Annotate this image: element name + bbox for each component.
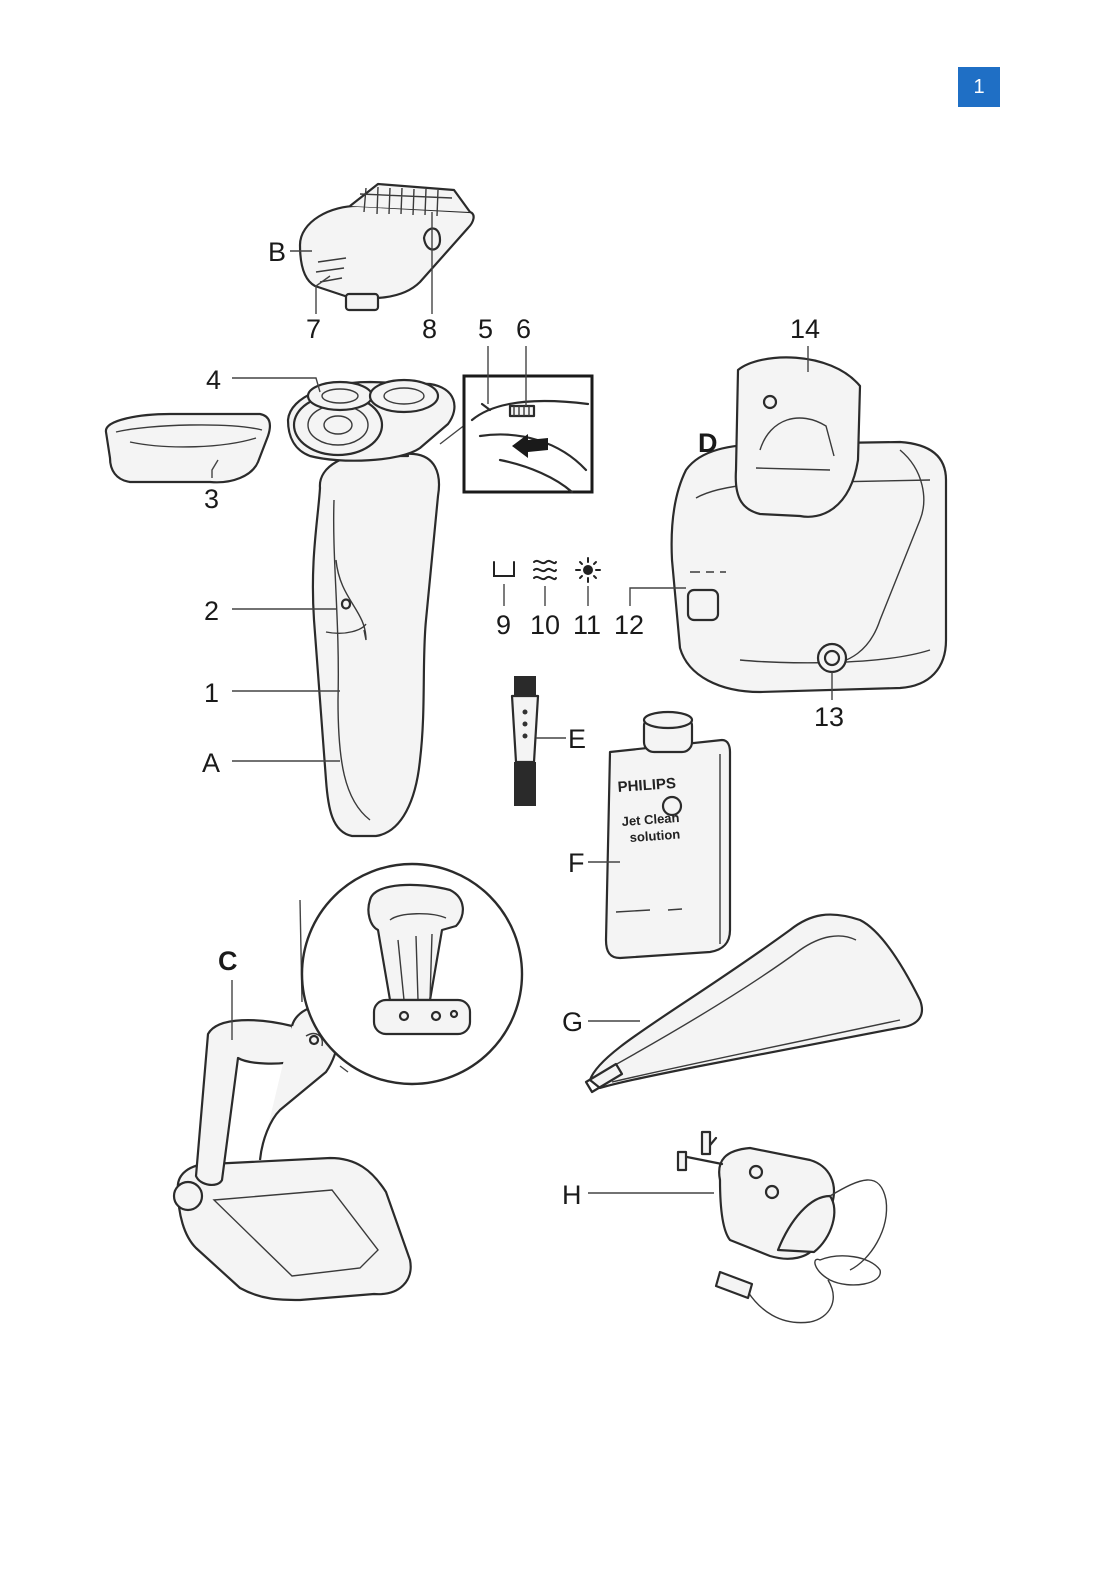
beard-styler-attachment bbox=[300, 184, 474, 310]
label-11: 11 bbox=[573, 610, 601, 640]
label-3: 3 bbox=[204, 484, 219, 514]
label-10: 10 bbox=[530, 610, 560, 640]
label-5: 5 bbox=[478, 314, 493, 344]
label-G: G bbox=[562, 1007, 583, 1037]
label-8: 8 bbox=[422, 314, 437, 344]
rinsing-waves-icon bbox=[534, 561, 556, 579]
label-A: A bbox=[202, 748, 220, 778]
shaver-body bbox=[288, 380, 454, 836]
stand-detail-magnifier bbox=[300, 864, 522, 1084]
label-9: 9 bbox=[496, 610, 511, 640]
cleaning-brush: E bbox=[512, 676, 586, 806]
protection-cap bbox=[106, 414, 270, 482]
label-1: 1 bbox=[204, 678, 219, 708]
cleaning-solution-bottle: PHILIPS Jet Clean solution F bbox=[568, 712, 730, 958]
power-adapter: H bbox=[562, 1132, 887, 1323]
label-13: 13 bbox=[814, 702, 844, 732]
label-F: F bbox=[568, 848, 585, 878]
label-D: D bbox=[698, 428, 718, 458]
label-H: H bbox=[562, 1180, 582, 1210]
status-icons: 9 10 11 bbox=[494, 558, 601, 640]
cleaning-tray-icon bbox=[494, 562, 514, 576]
label-6: 6 bbox=[516, 314, 531, 344]
label-B: B bbox=[268, 237, 286, 267]
jet-clean-system bbox=[672, 357, 946, 692]
label-2: 2 bbox=[204, 596, 219, 626]
label-7: 7 bbox=[306, 314, 321, 344]
label-12: 12 bbox=[614, 610, 644, 640]
drying-sun-icon bbox=[576, 558, 600, 582]
label-4: 4 bbox=[206, 365, 221, 395]
label-C: C bbox=[218, 946, 238, 976]
label-14: 14 bbox=[790, 314, 820, 344]
detail-inset-release bbox=[440, 376, 592, 492]
label-E: E bbox=[568, 724, 586, 754]
